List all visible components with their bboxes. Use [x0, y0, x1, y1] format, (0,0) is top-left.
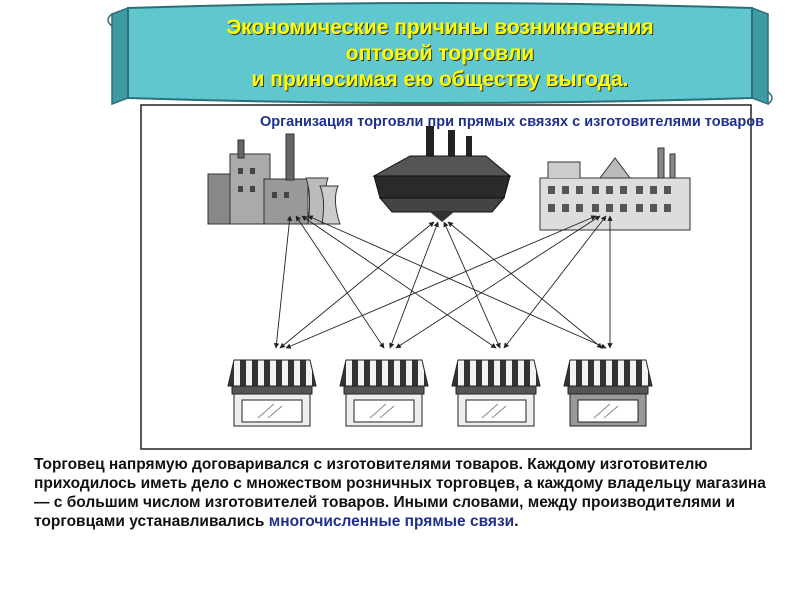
- explanation-text: Торговец напрямую договаривался с изгото…: [34, 456, 766, 530]
- shop-icon: [339, 359, 429, 427]
- explanation-end: .: [514, 513, 519, 530]
- explanation-paragraph: Торговец напрямую договаривался с изгото…: [34, 455, 774, 531]
- factory-icon: [372, 126, 512, 222]
- diagram-caption: Организация торговли при прямых связях с…: [259, 114, 764, 130]
- shop-icon: [563, 359, 653, 427]
- title-line-2: оптовой торговли: [345, 42, 535, 65]
- factory-icon: [539, 147, 691, 231]
- shop-icon: [227, 359, 317, 427]
- direct-link-arrows: [273, 215, 613, 349]
- title-line-1: Экономические причины возникновения: [226, 16, 654, 39]
- title-banner: [107, 2, 773, 106]
- shop-icon: [451, 359, 541, 427]
- highlighted-term: многочисленные прямые связи: [268, 513, 515, 530]
- direct-links-diagram: [140, 104, 752, 450]
- title-line-3: и приносимая ею обществу выгода.: [251, 68, 629, 91]
